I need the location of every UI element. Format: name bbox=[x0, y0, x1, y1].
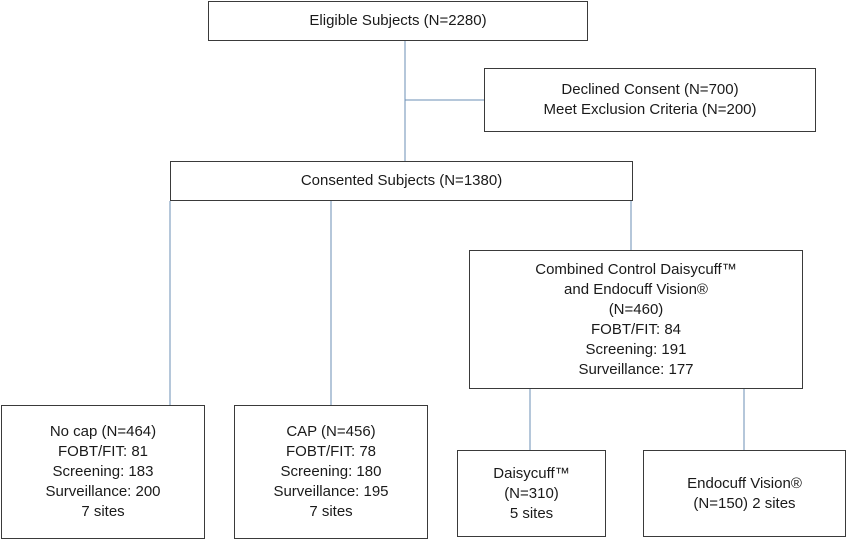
box-text-line: FOBT/FIT: 81 bbox=[57, 443, 148, 460]
box-text-line: CAP (N=456) bbox=[286, 423, 376, 440]
excluded-subjects-box: Declined Consent (N=700) Meet Exclusion … bbox=[484, 68, 816, 132]
box-text-line: Surveillance: 195 bbox=[273, 483, 389, 500]
box-text-line: Combined Control Daisycuff™ bbox=[535, 260, 737, 278]
daisycuff-box: Daisycuff™ (N=310) 5 sites bbox=[457, 450, 606, 537]
box-text-line: Eligible Subjects (N=2280) bbox=[309, 12, 487, 29]
box-text-line: Screening: 191 bbox=[585, 340, 687, 358]
box-text-line: (N=460) bbox=[608, 300, 664, 318]
box-text-line: Surveillance: 177 bbox=[578, 360, 694, 378]
box-text-line: Declined Consent (N=700) bbox=[561, 81, 739, 98]
cap-box: CAP (N=456) FOBT/FIT: 78 Screening: 180 … bbox=[234, 405, 428, 539]
endocuff-vision-box: Endocuff Vision® (N=150) 2 sites bbox=[643, 450, 846, 537]
box-text-line: (N=150) 2 sites bbox=[693, 494, 796, 512]
box-text-line: 5 sites bbox=[509, 504, 554, 522]
box-text-line: Endocuff Vision® bbox=[687, 474, 802, 492]
box-text-line: Screening: 183 bbox=[52, 463, 154, 480]
box-text-line: and Endocuff Vision® bbox=[564, 280, 708, 298]
box-text-line: 7 sites bbox=[309, 503, 353, 520]
eligible-subjects-box: Eligible Subjects (N=2280) bbox=[208, 1, 588, 41]
box-text-line: 7 sites bbox=[81, 503, 125, 520]
box-text-line: Surveillance: 200 bbox=[45, 483, 161, 500]
box-text-line: Daisycuff™ bbox=[493, 464, 570, 482]
consented-subjects-box: Consented Subjects (N=1380) bbox=[170, 161, 633, 201]
combined-control-box: Combined Control Daisycuff™ and Endocuff… bbox=[469, 250, 803, 389]
box-text-line: (N=310) bbox=[504, 484, 559, 502]
no-cap-box: No cap (N=464) FOBT/FIT: 81 Screening: 1… bbox=[1, 405, 205, 539]
box-text-line: No cap (N=464) bbox=[49, 423, 157, 440]
box-text-line: Consented Subjects (N=1380) bbox=[300, 172, 503, 189]
box-text-line: FOBT/FIT: 84 bbox=[590, 320, 681, 338]
box-text-line: Screening: 180 bbox=[280, 463, 382, 480]
box-text-line: FOBT/FIT: 78 bbox=[285, 443, 376, 460]
box-text-line: Meet Exclusion Criteria (N=200) bbox=[543, 101, 757, 118]
